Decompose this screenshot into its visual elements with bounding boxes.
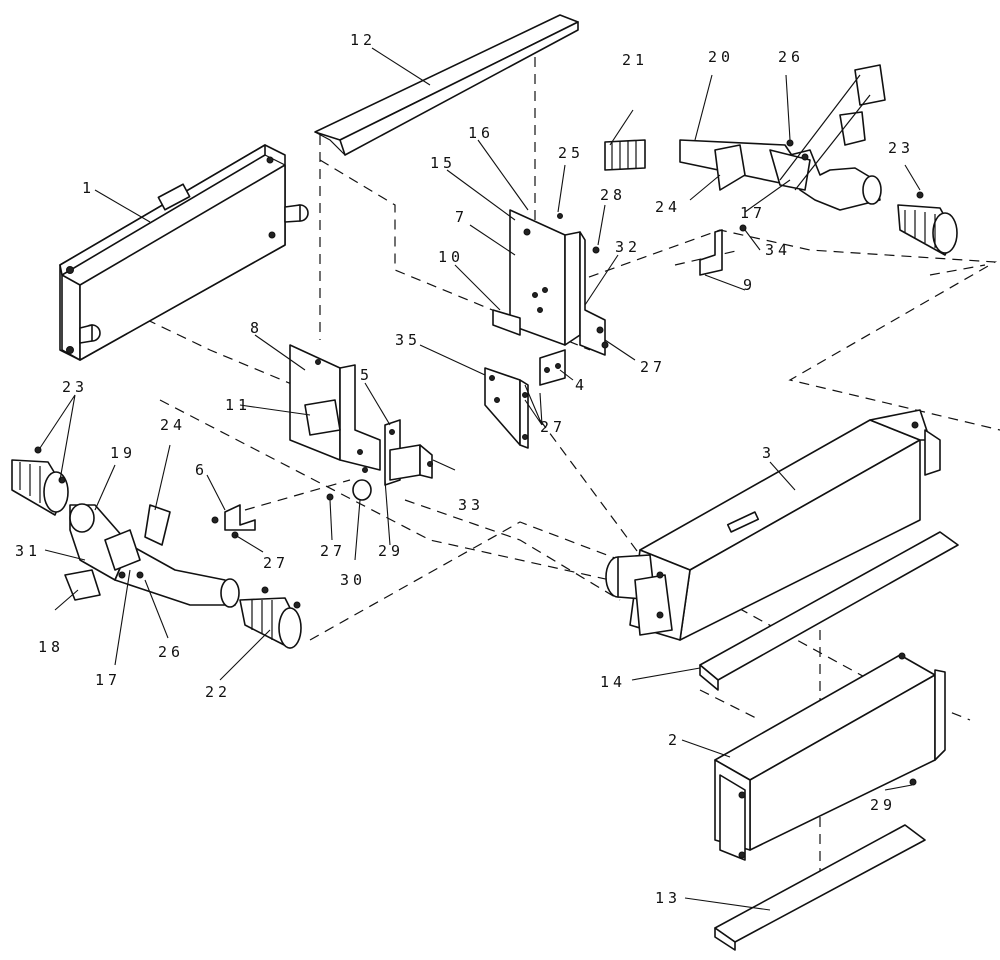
callout-23-left: 23 <box>62 378 88 396</box>
callout-10: 10 <box>438 248 464 266</box>
callout-18: 18 <box>38 638 64 656</box>
callout-8: 8 <box>250 319 263 337</box>
bracket-part-9 <box>699 224 747 276</box>
callout-11: 11 <box>225 396 251 414</box>
hose-part-22 <box>239 586 302 649</box>
callout-27-mid: 27 <box>320 542 346 560</box>
callout-16: 16 <box>468 124 494 142</box>
callout-19: 19 <box>110 444 136 462</box>
plate-part-14 <box>699 531 959 691</box>
callout-26-left: 26 <box>158 643 184 661</box>
callout-33: 33 <box>458 496 484 514</box>
callout-34: 34 <box>765 241 791 259</box>
callout-31: 31 <box>15 542 41 560</box>
callout-21: 21 <box>622 51 648 69</box>
cooler-part-2 <box>714 652 946 861</box>
callout-24-top: 24 <box>655 198 681 216</box>
pipe-assembly-part-20 <box>604 64 886 211</box>
callout-26-top: 26 <box>778 48 804 66</box>
callout-5: 5 <box>360 366 373 384</box>
callout-27-center: 27 <box>540 418 566 436</box>
callout-12: 12 <box>350 31 376 49</box>
hose-part-23-upper <box>897 191 958 256</box>
callout-35: 35 <box>395 331 421 349</box>
bracket-part-6 <box>211 493 334 539</box>
radiator-part-1 <box>59 144 309 361</box>
callout-4: 4 <box>575 376 588 394</box>
top-plate-part-12 <box>314 14 579 156</box>
callout-labels: 1 12 16 15 25 28 7 10 32 27 35 4 27 8 11… <box>15 31 914 907</box>
callout-17-left: 17 <box>95 671 121 689</box>
callout-13: 13 <box>655 889 681 907</box>
cooler-part-3 <box>605 409 941 641</box>
callout-1: 1 <box>82 179 95 197</box>
bracket-part-35 <box>484 367 529 449</box>
bracket-part-8 <box>289 344 381 501</box>
callout-22: 22 <box>205 683 231 701</box>
callout-23-top: 23 <box>888 139 914 157</box>
callout-29-mid: 29 <box>378 542 404 560</box>
callout-24-left: 24 <box>160 416 186 434</box>
bracket-part-7 <box>492 209 609 356</box>
callout-3: 3 <box>762 444 775 462</box>
callout-7: 7 <box>455 208 468 226</box>
callout-2: 2 <box>668 731 681 749</box>
callout-9: 9 <box>743 276 756 294</box>
leader-lines <box>39 47 921 911</box>
bracket-part-4 <box>539 349 566 386</box>
plate-part-13 <box>714 824 926 951</box>
callout-14: 14 <box>600 673 626 691</box>
callout-32: 32 <box>615 238 641 256</box>
callout-6: 6 <box>195 461 208 479</box>
callout-25: 25 <box>558 144 584 162</box>
callout-28: 28 <box>600 186 626 204</box>
callout-30: 30 <box>340 571 366 589</box>
bracket-part-5 <box>384 419 433 486</box>
callout-17-top: 17 <box>740 204 766 222</box>
callout-27-left: 27 <box>263 554 289 572</box>
callout-27-right: 27 <box>640 358 666 376</box>
callout-29-right: 29 <box>870 796 896 814</box>
callout-15: 15 <box>430 154 456 172</box>
callout-20: 20 <box>708 48 734 66</box>
pipe-assembly-part-19 <box>11 446 240 608</box>
